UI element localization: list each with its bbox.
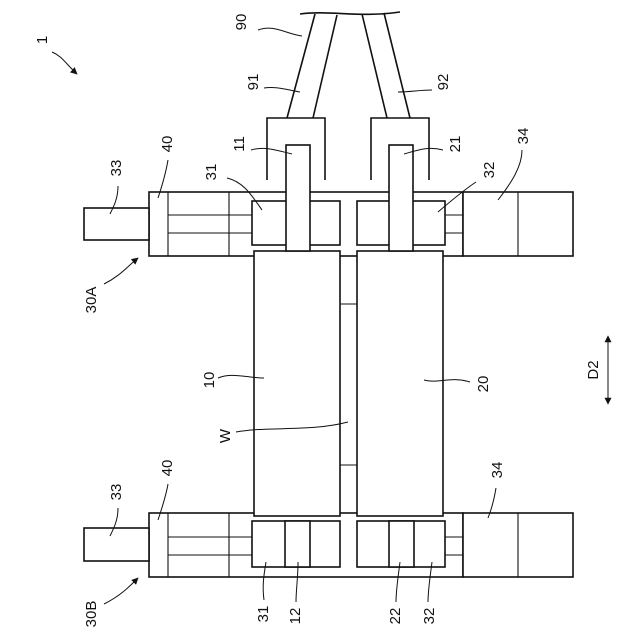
label-32-top: 32 (481, 162, 498, 179)
pin-12 (285, 521, 310, 567)
label-31-bottom: 31 (255, 606, 272, 623)
label-31-top: 31 (203, 164, 220, 181)
leader-30B (104, 578, 138, 604)
body-20 (357, 251, 443, 516)
clamp-assembly-30B (84, 513, 573, 577)
label-11: 11 (231, 136, 248, 152)
label-92: 92 (435, 74, 452, 91)
label-91: 91 (245, 74, 262, 91)
actuator-33-top (84, 208, 149, 240)
label-W: W (217, 428, 234, 443)
label-30B: 30B (83, 601, 100, 628)
label-40-top: 40 (159, 136, 176, 153)
label-20: 20 (475, 376, 492, 393)
body-10-and-20 (254, 251, 443, 516)
leader-30A (104, 258, 138, 284)
clamp-assembly-30A (84, 192, 573, 256)
label-21: 21 (447, 136, 464, 153)
label-34-top: 34 (515, 128, 532, 145)
label-D2: D2 (585, 360, 602, 379)
body-10 (254, 251, 340, 516)
label-1: 1 (34, 36, 51, 44)
pin-22 (389, 521, 414, 567)
leader-90 (258, 28, 302, 36)
label-40-bottom: 40 (159, 460, 176, 477)
label-90: 90 (233, 14, 250, 31)
label-33-bottom: 33 (108, 484, 125, 501)
label-32-bottom: 32 (421, 608, 438, 625)
label-34-bottom: 34 (489, 462, 506, 479)
label-10: 10 (201, 372, 218, 389)
label-33-top: 33 (108, 160, 125, 177)
cable-90 (287, 12, 410, 118)
pin-21 (389, 145, 413, 251)
label-30A: 30A (83, 287, 100, 314)
actuator-33-bottom (84, 528, 149, 561)
leader-1 (52, 52, 77, 74)
label-12: 12 (287, 608, 304, 625)
label-22: 22 (387, 608, 404, 625)
pin-11 (286, 145, 310, 251)
